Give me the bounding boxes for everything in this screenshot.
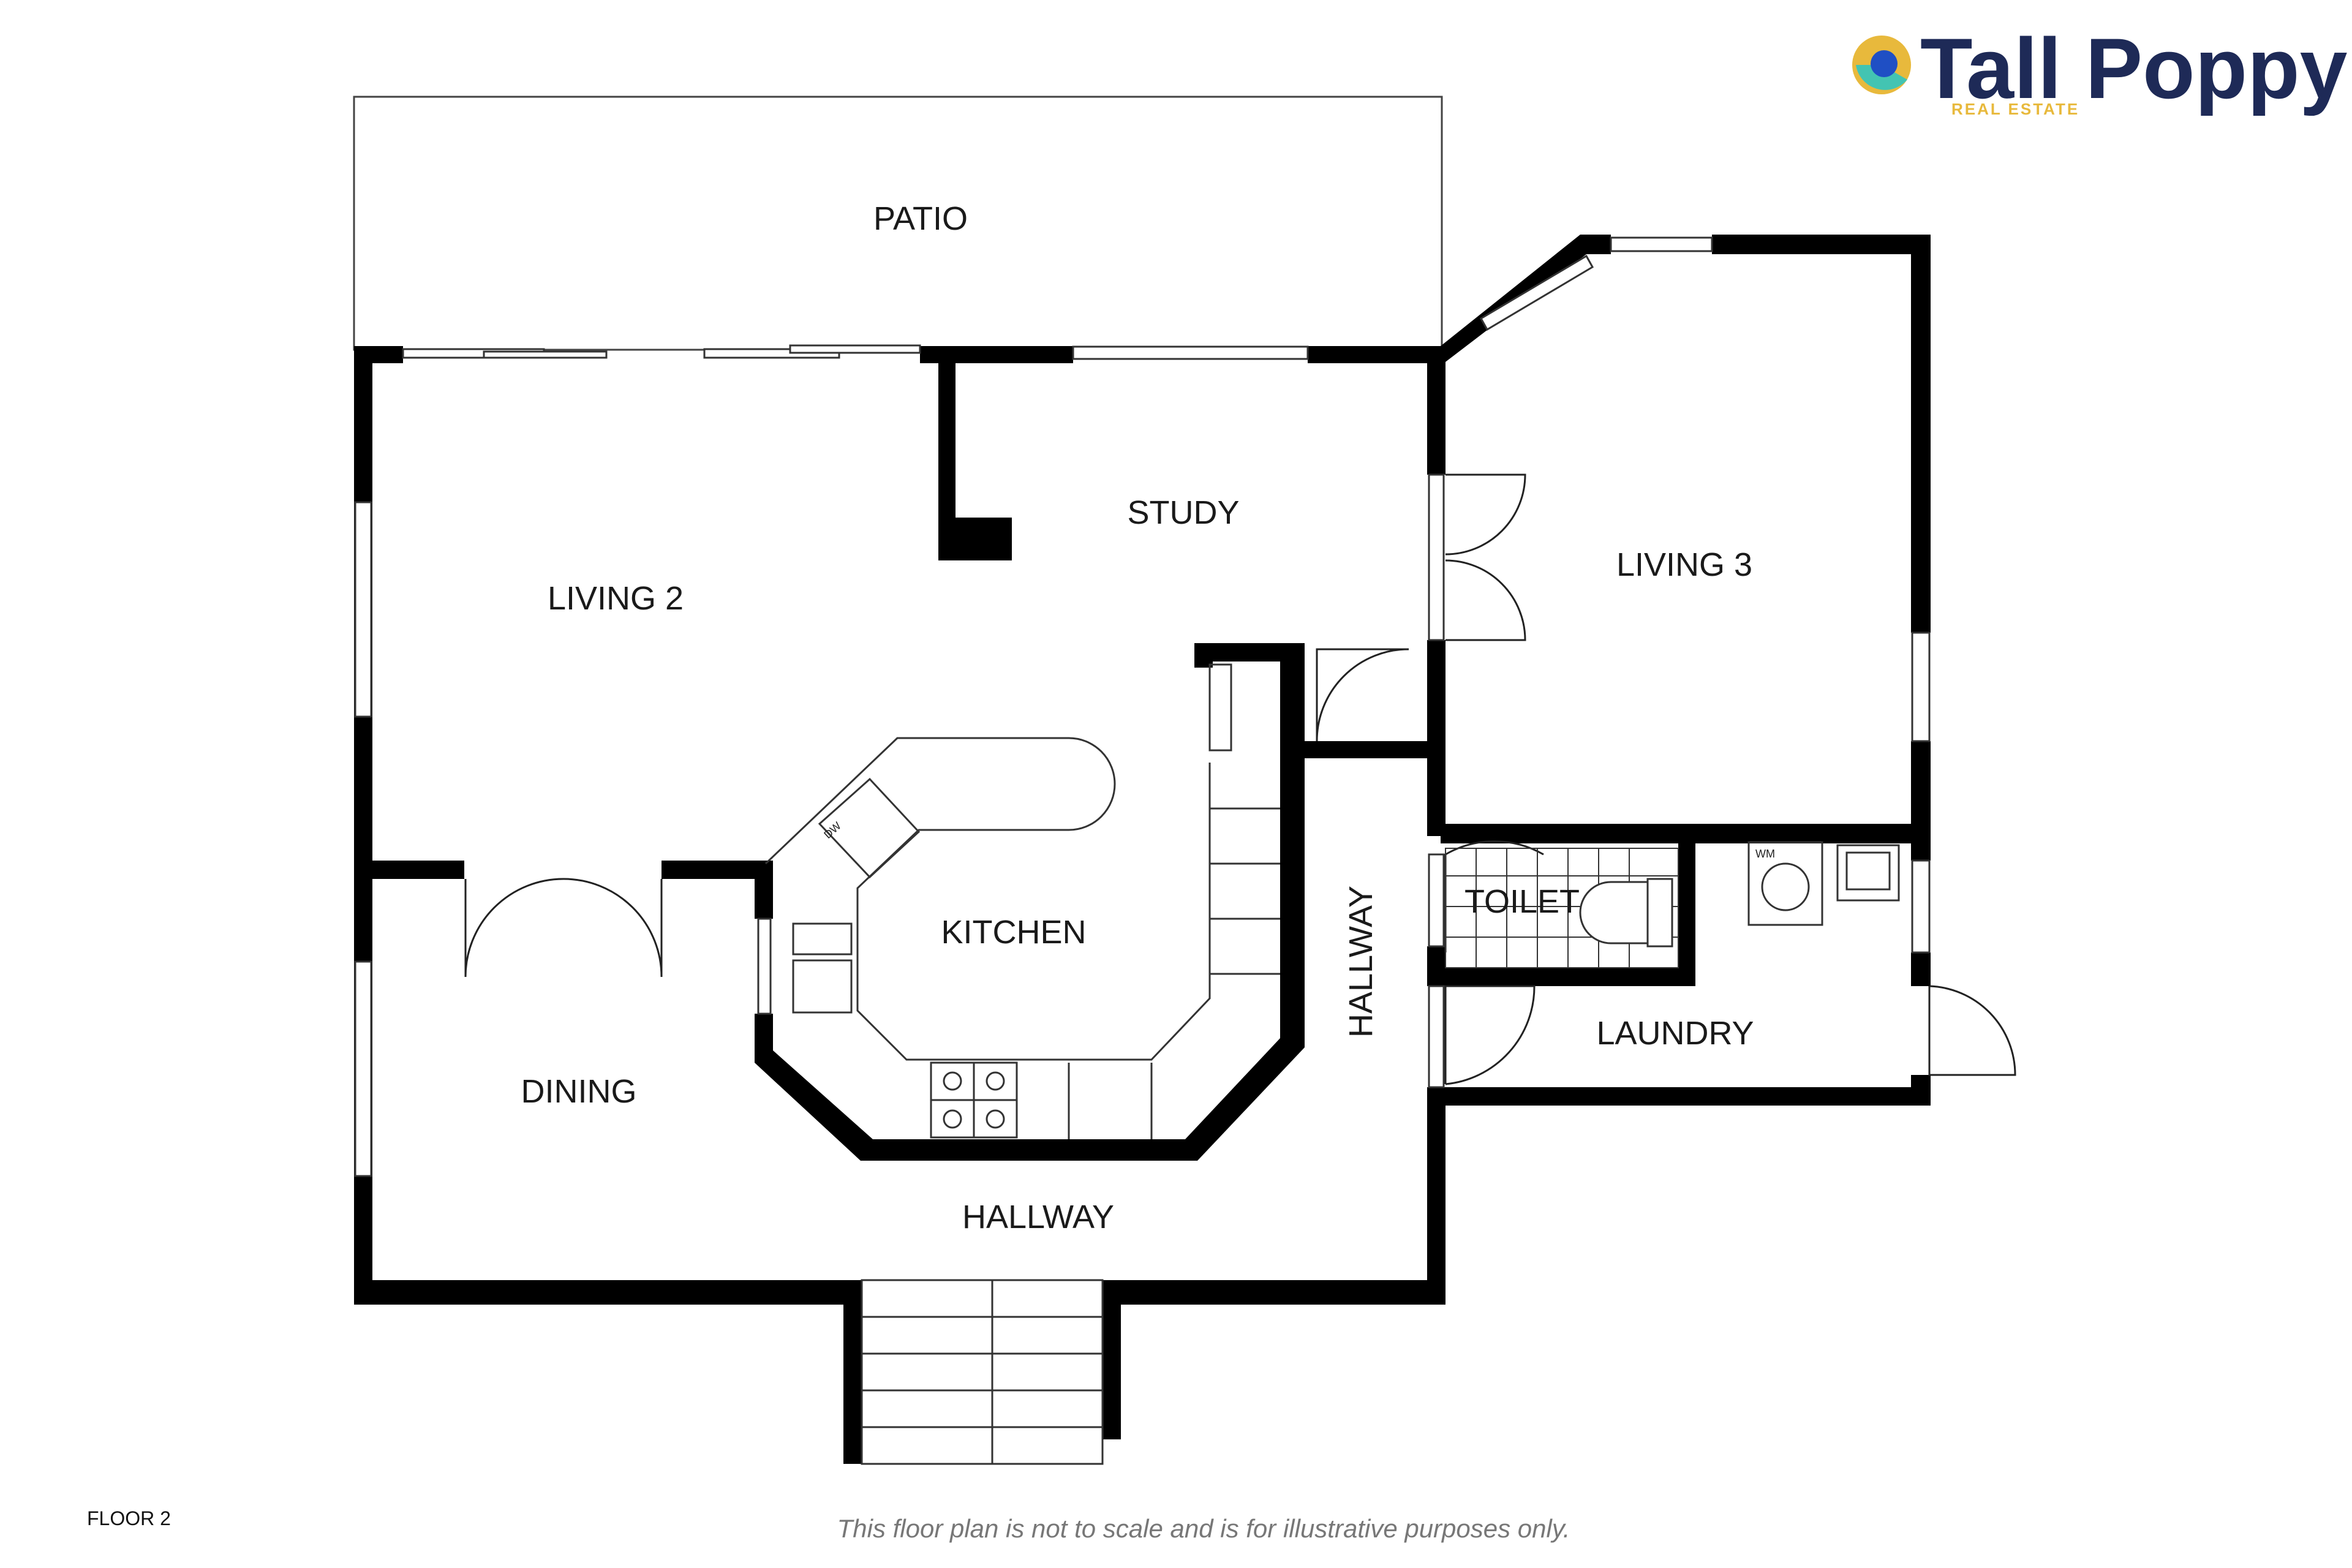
- room-laundry: LAUNDRY: [1596, 1015, 1754, 1052]
- kitchen-fixtures: [764, 737, 1211, 1139]
- washing-machine-label: WM: [1755, 848, 1775, 860]
- room-dining: DINING: [521, 1073, 637, 1110]
- walls: [354, 235, 1931, 1464]
- logo-mark-teal: [1856, 65, 1907, 90]
- disclaimer: This floor plan is not to scale and is f…: [837, 1514, 1570, 1543]
- room-kitchen: KITCHEN: [941, 914, 1086, 951]
- logo-tagline: REAL ESTATE: [1951, 100, 2079, 118]
- room-hallway-main: HALLWAY: [962, 1199, 1114, 1235]
- internal-stairs: [1208, 663, 1280, 975]
- room-hallway-vertical: HALLWAY: [1343, 886, 1379, 1038]
- room-patio: PATIO: [873, 200, 968, 237]
- toilet-fixtures: [1445, 848, 1679, 968]
- entry-stairs: [861, 1279, 1104, 1465]
- logo-mark-inner: [1871, 50, 1898, 77]
- floor-label: FLOOR 2: [87, 1507, 171, 1529]
- room-living-3: LIVING 3: [1616, 546, 1752, 583]
- logo: Tall Poppy REAL ESTATE: [1852, 20, 2348, 118]
- room-study: STUDY: [1127, 494, 1239, 531]
- room-living-2: LIVING 2: [548, 580, 684, 617]
- dishwasher-label: DW: [821, 820, 843, 841]
- logo-title: Tall Poppy: [1920, 20, 2348, 116]
- doors: [464, 473, 2016, 1085]
- laundry-fixtures: [1747, 841, 1900, 926]
- windows: [354, 236, 1931, 1177]
- room-toilet: TOILET: [1464, 883, 1580, 920]
